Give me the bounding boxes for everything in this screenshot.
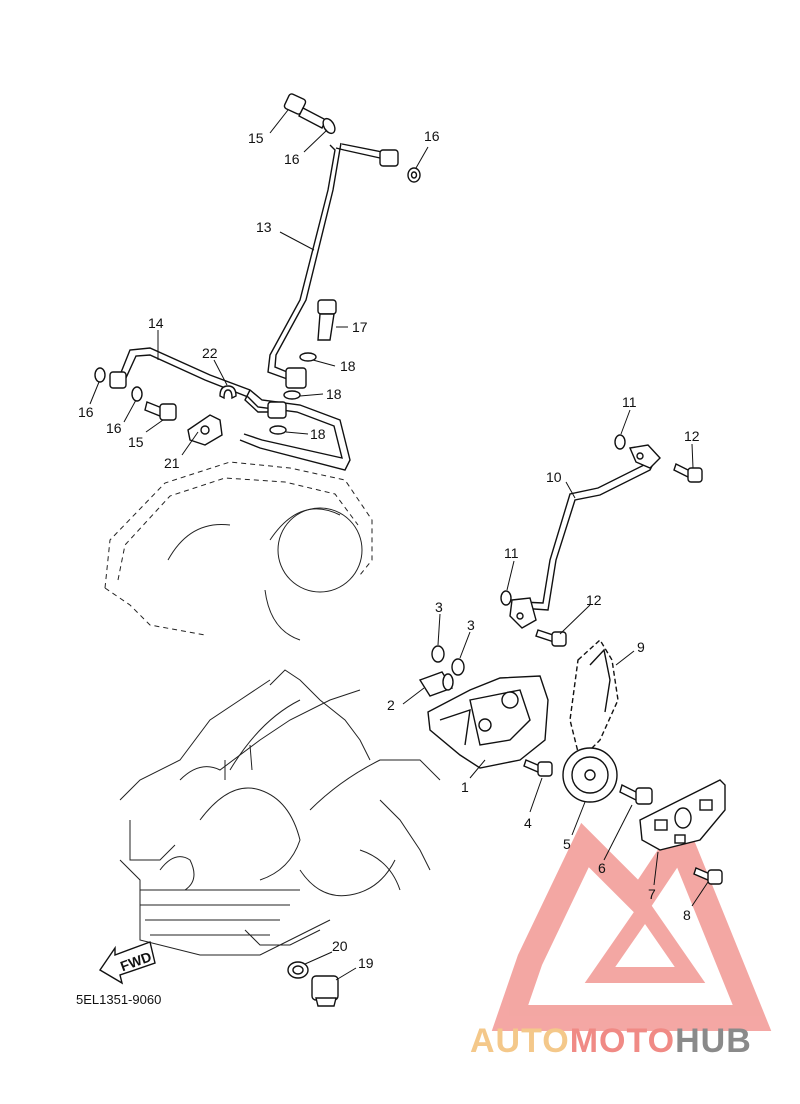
callout-10: 10 [546,469,562,485]
washer-16-mid [131,386,143,402]
washer-16-right [407,167,421,183]
washer-18-c [269,425,287,435]
callout-18: 18 [340,358,356,374]
callout-21: 21 [164,455,180,471]
callout-20: 20 [332,938,348,954]
callout-19: 19 [358,955,374,971]
callout-16: 16 [424,128,440,144]
callout-labels: 15 16 16 13 14 22 17 18 18 18 16 16 15 2… [78,128,700,971]
washer-18-b [283,390,301,400]
clamp-22 [219,385,237,400]
union-bolt-15-top [283,93,336,135]
cover-plate-7 [639,779,726,851]
callout-3: 3 [467,617,475,633]
oil-pump-assembly-1 [427,675,549,769]
callout-12: 12 [684,428,700,444]
callout-18: 18 [326,386,342,402]
callout-15: 15 [248,130,264,146]
dowel-pin-2 [418,671,454,697]
brand-part-auto: AUTO [470,1022,570,1060]
drawing-code: 5EL1351-9060 [76,992,161,1007]
washer-16-left [94,367,106,383]
fwd-arrow-icon: FWD [99,941,156,985]
brand-part-moto: MOTO [569,1022,676,1060]
o-ring-3-b [451,658,465,676]
o-ring-11-top [614,434,626,450]
callout-11: 11 [622,394,637,410]
callout-4: 4 [524,815,532,831]
bolt-8 [693,867,723,885]
o-ring-3-a [431,645,445,663]
callout-14: 14 [148,315,164,331]
callout-11: 11 [504,545,519,561]
callout-15: 15 [128,434,144,450]
sprocket-5 [562,747,618,803]
callout-16: 16 [78,404,94,420]
callout-22: 22 [202,345,218,361]
bolt-6 [619,783,653,805]
oil-pipe-13 [267,142,399,389]
leader-lines [89,109,709,981]
gasket-20 [287,961,309,979]
callout-18: 18 [310,426,326,442]
callout-2: 2 [387,697,395,713]
callout-3: 3 [435,599,443,615]
washer-18-a [299,352,317,362]
bolt-12-top [673,463,703,483]
bolt-4 [523,759,553,777]
union-bolt-15-left [144,401,177,421]
bracket-21 [187,414,223,446]
engine-outline [104,461,441,956]
callout-1: 1 [461,779,469,795]
callout-5: 5 [563,836,571,852]
union-bolt-17 [317,299,337,341]
watermark-brand: AUTOMOTOHUB [470,1022,752,1062]
callout-13: 13 [256,219,272,235]
brand-part-hub: HUB [675,1022,752,1060]
callout-17: 17 [352,319,368,335]
callout-16: 16 [284,151,300,167]
bolt-12-bottom [535,629,567,647]
callout-6: 6 [598,860,606,876]
oil-pipe-14 [109,347,351,471]
callout-9: 9 [637,639,645,655]
callout-8: 8 [683,907,691,923]
watermark-logo-icon [491,812,772,1031]
callout-12: 12 [586,592,602,608]
drain-bolt-19 [311,975,339,1007]
callout-16: 16 [106,420,122,436]
oil-pipe-10 [509,444,661,629]
o-ring-11-bottom [500,590,512,606]
oil-pump-chain-9 [569,638,619,762]
callout-7: 7 [648,886,656,902]
